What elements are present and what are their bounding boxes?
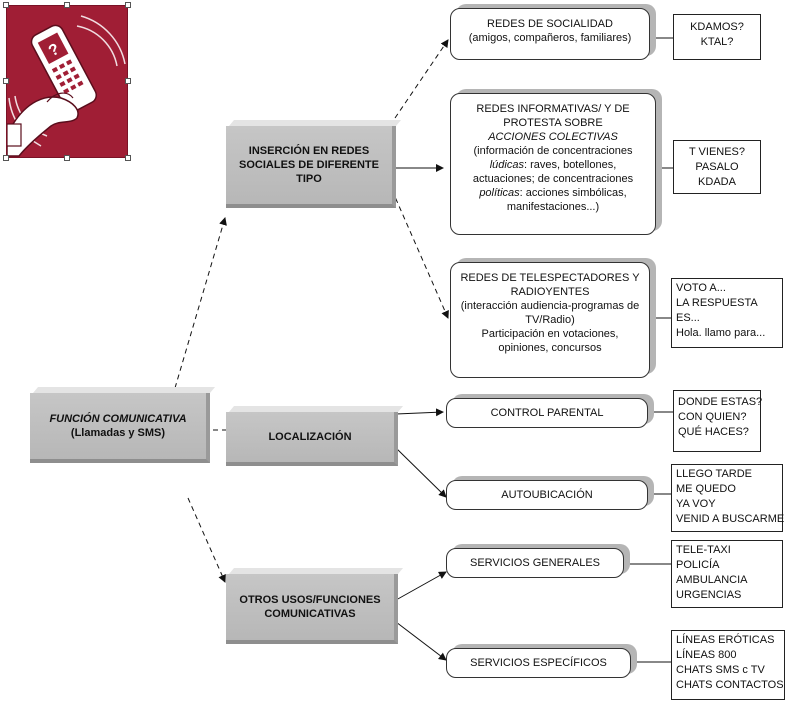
category-line: OTROS USOS/FUNCIONES: [239, 594, 381, 606]
box-title: REDES DE TELESPECTADORES Y: [460, 272, 640, 284]
box-title: REDES DE SOCIALIDAD: [487, 18, 613, 30]
box-detail-rest: : raves, botellones,: [523, 159, 617, 171]
example-line: LÍNEAS ERÓTICAS: [676, 634, 775, 646]
box-detail: manifestaciones...): [506, 201, 600, 213]
box-detail-rest: : acciones simbólicas,: [519, 187, 627, 199]
example-line: KDADA: [698, 176, 736, 188]
example-line: CON QUIEN?: [678, 411, 747, 423]
selection-handle[interactable]: [3, 78, 9, 84]
example-line: AMBULANCIA: [676, 574, 748, 586]
example-line: T VIENES?: [688, 146, 746, 158]
box-detail-italic: lúdicas: [489, 159, 524, 171]
box-detail: actuaciones; de concentraciones: [472, 173, 634, 185]
selection-handle[interactable]: [125, 2, 131, 8]
box-detail: políticas: acciones simbólicas,: [451, 186, 655, 200]
category-line: INSERCIÓN EN REDES: [248, 145, 370, 157]
example-line: DONDE ESTAS?: [678, 396, 763, 408]
example-line: ES...: [676, 312, 700, 324]
box-servicios-generales: SERVICIOS GENERALES: [446, 548, 624, 578]
examples-servicios-especificos: LÍNEAS ERÓTICAS LÍNEAS 800 CHATS SMS c T…: [671, 630, 785, 700]
box-redes-telespectadores: REDES DE TELESPECTADORES Y RADIOYENTES (…: [450, 262, 650, 378]
category-line: COMUNICATIVAS: [264, 608, 356, 620]
box-detail: Participación en votaciones,: [481, 328, 619, 340]
examples-socialidad: KDAMOS? KTAL?: [673, 14, 761, 60]
main-node-line2: (Llamadas y SMS): [70, 427, 166, 439]
example-line: CHATS SMS c TV: [676, 664, 765, 676]
examples-informativas: T VIENES? PASALO KDADA: [673, 140, 761, 194]
example-line: VENID A BUSCARME: [676, 513, 785, 525]
main-node-funcion-comunicativa: FUNCIÓN COMUNICATIVA (Llamadas y SMS): [30, 393, 210, 463]
example-line: LLEGO TARDE: [676, 468, 753, 480]
main-node-line1: FUNCIÓN COMUNICATIVA: [49, 413, 187, 425]
box-detail: (amigos, compañeros, familiares): [468, 32, 632, 44]
arrow-loc-to-autoubicacion: [395, 447, 447, 498]
category-line: LOCALIZACIÓN: [268, 431, 352, 443]
example-line: POLICÍA: [676, 559, 720, 571]
examples-control-parental: DONDE ESTAS? CON QUIEN? QUÉ HACES?: [673, 390, 763, 452]
selection-handle[interactable]: [64, 155, 70, 161]
selection-handle[interactable]: [125, 78, 131, 84]
arrow-otros-to-especificos: [395, 621, 447, 661]
selection-handle[interactable]: [125, 155, 131, 161]
box-title: ACCIONES COLECTIVAS: [488, 131, 618, 143]
box-title: AUTOUBICACIÓN: [501, 489, 593, 501]
arrow-redes-to-telespectadores: [391, 189, 449, 319]
box-servicios-especificos: SERVICIOS ESPECÍFICOS: [446, 648, 631, 678]
box-title: CONTROL PARENTAL: [490, 407, 604, 419]
example-line: VOTO A...: [676, 282, 726, 294]
box-redes-socialidad: REDES DE SOCIALIDAD (amigos, compañeros,…: [450, 8, 650, 60]
box-control-parental: CONTROL PARENTAL: [446, 398, 648, 428]
example-line: ME QUEDO: [676, 483, 736, 495]
category-line: TIPO: [296, 173, 322, 185]
example-line: CHATS CONTACTOS: [676, 679, 784, 691]
examples-servicios-generales: TELE-TAXI POLICÍA AMBULANCIA URGENCIAS: [671, 540, 783, 608]
box-title: PROTESTA SOBRE: [503, 117, 603, 129]
example-line: LA RESPUESTA: [676, 297, 758, 309]
example-line: URGENCIAS: [676, 589, 742, 601]
selection-handle[interactable]: [3, 2, 9, 8]
box-detail: (interacción audiencia-programas de: [460, 300, 640, 312]
box-redes-informativas: REDES INFORMATIVAS/ Y DE PROTESTA SOBRE …: [450, 93, 656, 235]
arrow-redes-to-socialidad: [394, 39, 449, 119]
category-line: SOCIALES DE DIFERENTE: [239, 159, 379, 171]
selection-handle[interactable]: [64, 2, 70, 8]
arrow-main-to-otros: [187, 497, 226, 583]
examples-autoubicacion: LLEGO TARDE ME QUEDO YA VOY VENID A BUSC…: [671, 464, 785, 532]
selection-handle[interactable]: [3, 155, 9, 161]
hand-holding-mobile-phone-icon: ?: [7, 15, 126, 157]
box-detail: TV/Radio): [525, 314, 575, 326]
box-title: RADIOYENTES: [510, 286, 590, 298]
box-title: SERVICIOS GENERALES: [469, 557, 600, 569]
box-autoubicacion: AUTOUBICACIÓN: [446, 480, 648, 510]
phone-illustration: ?: [6, 5, 128, 158]
category-otros-usos: OTROS USOS/FUNCIONES COMUNICATIVAS: [226, 574, 398, 644]
example-line: Hola. llamo para...: [676, 327, 766, 339]
category-localizacion: LOCALIZACIÓN: [226, 412, 398, 466]
example-line: LÍNEAS 800: [676, 649, 737, 661]
arrow-otros-to-generales: [395, 571, 447, 601]
box-detail: opiniones, concursos: [498, 342, 602, 354]
box-detail: (información de concentraciones: [473, 145, 633, 157]
example-line: QUÉ HACES?: [678, 426, 749, 438]
category-insercion-redes: INSERCIÓN EN REDES SOCIALES DE DIFERENTE…: [226, 126, 396, 208]
box-detail-italic: políticas: [479, 187, 520, 199]
arrow-main-to-redes: [174, 217, 227, 389]
example-line: KTAL?: [700, 36, 734, 48]
box-title: REDES INFORMATIVAS/ Y DE: [476, 103, 630, 115]
example-line: TELE-TAXI: [676, 544, 731, 556]
box-detail: lúdicas: raves, botellones,: [451, 158, 655, 172]
examples-telespectadores: VOTO A... LA RESPUESTA ES... Hola. llamo…: [671, 278, 783, 348]
box-title: SERVICIOS ESPECÍFICOS: [470, 657, 607, 669]
arrow-loc-to-control: [395, 408, 444, 417]
example-line: YA VOY: [676, 498, 716, 510]
example-line: KDAMOS?: [690, 21, 744, 33]
example-line: PASALO: [695, 161, 739, 173]
